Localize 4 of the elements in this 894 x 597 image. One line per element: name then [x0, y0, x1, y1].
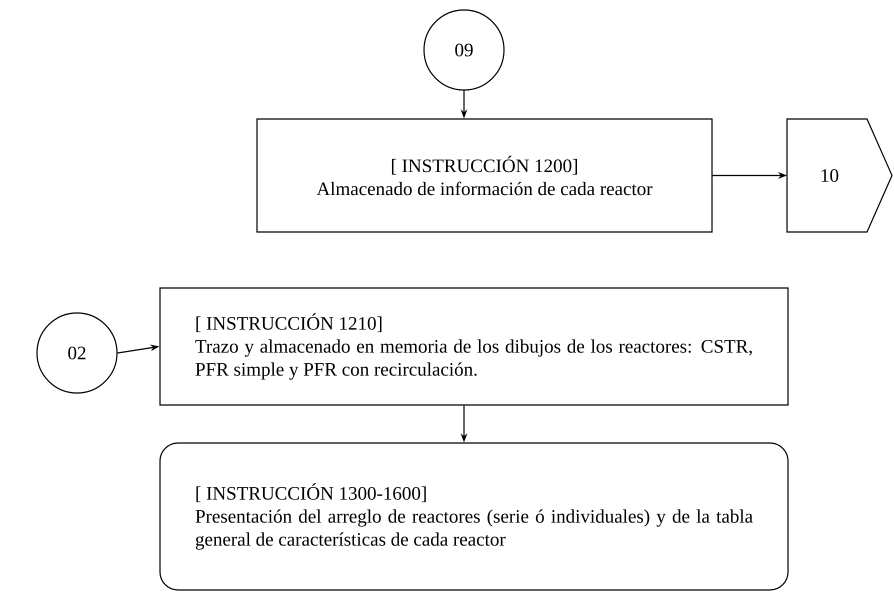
process-box: [ INSTRUCCIÓN 1210] Trazo y almacenado en memoria de los dibujos de los reactores: CSTR, PFR simple y PFR con recirculación. — [159, 287, 789, 406]
process-box: [ INSTRUCCIÓN 1200] Almacenado de información de cada reactor — [256, 118, 713, 233]
rounded-process-box: [ INSTRUCCIÓN 1300-1600] Presentación del arreglo de reactores (serie ó individuales) y de la tabla general de características de cada reactor — [159, 442, 789, 591]
off-page-connector: 10 — [786, 118, 893, 233]
